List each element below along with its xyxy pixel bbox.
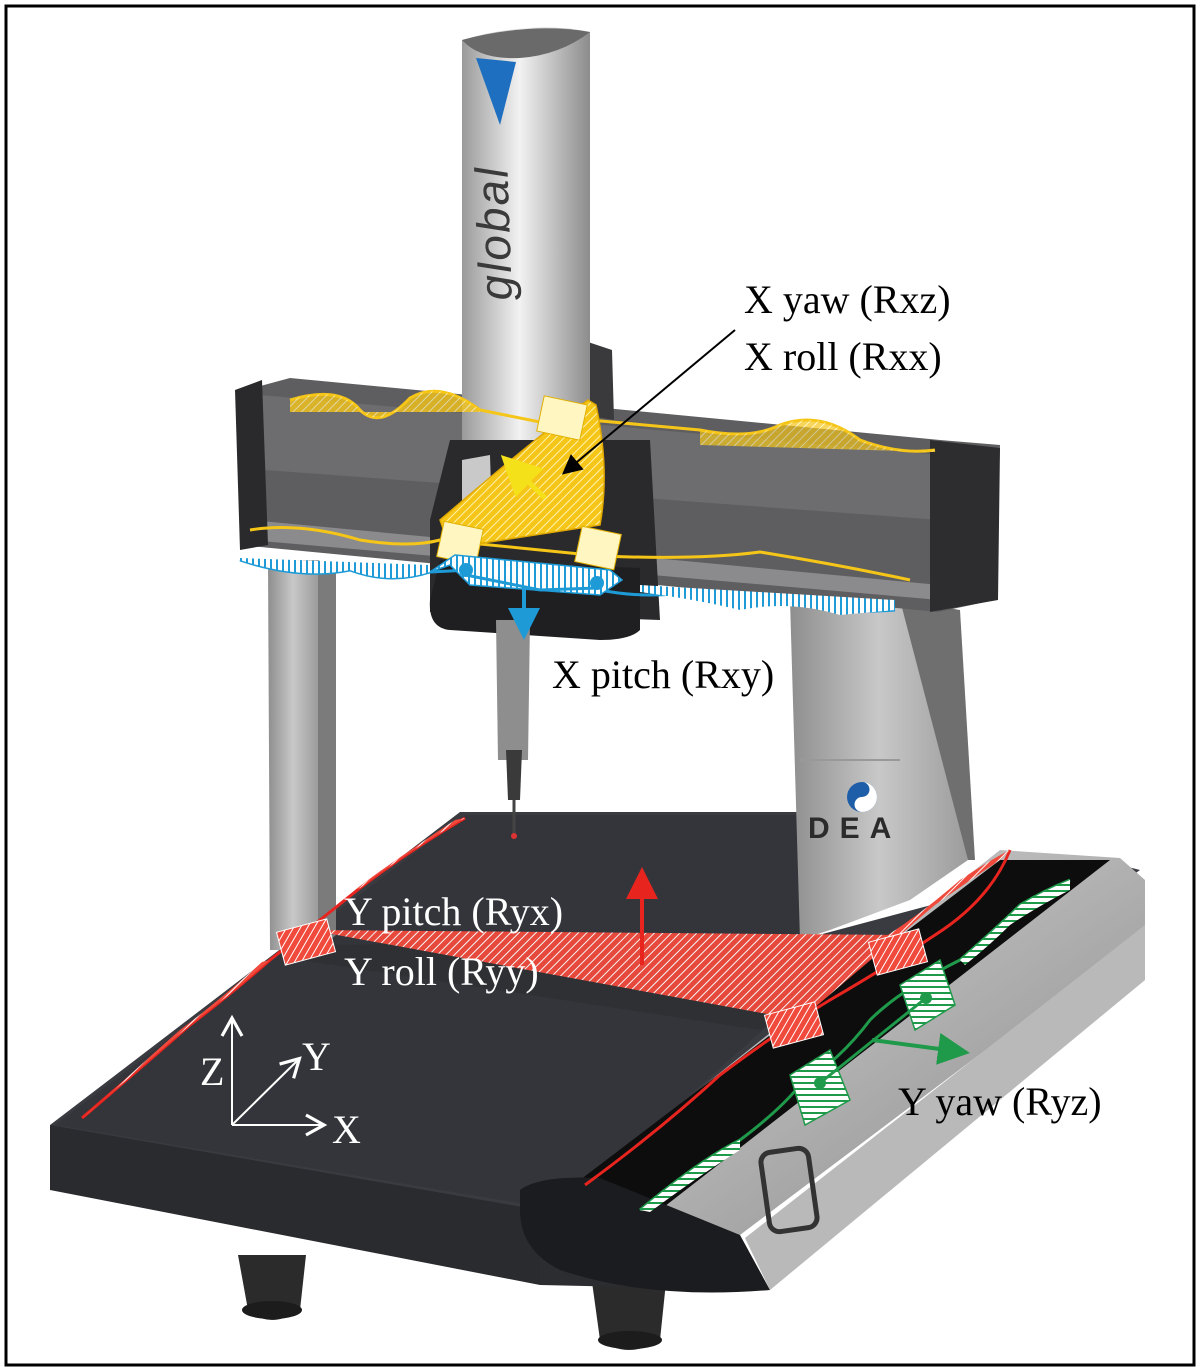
y-axis-arrow	[231, 1056, 302, 1126]
x-yaw-roll-leader-arrow	[561, 329, 736, 475]
axis-label-y: Y	[302, 1034, 331, 1079]
label-y-pitch: Y pitch (Ryx)	[344, 889, 563, 934]
bridge-legs	[268, 560, 975, 950]
probe	[496, 620, 530, 839]
machine-feet	[238, 1255, 666, 1350]
dea-logo-text: DEA	[808, 812, 901, 845]
label-x-pitch: X pitch (Rxy)	[552, 652, 774, 697]
y-pitch-roll-error-marks	[81, 816, 1012, 1187]
z-column: global	[462, 27, 590, 500]
axis-label-x: X	[332, 1107, 361, 1152]
label-y-roll: Y roll (Ryy)	[344, 949, 539, 994]
label-x-roll: X roll (Rxx)	[744, 334, 942, 379]
x-yaw-roll-error-marks	[249, 389, 936, 582]
brand-global-text: global	[465, 165, 522, 302]
dea-logo: DEA	[808, 782, 901, 845]
label-x-yaw: X yaw (Rxz)	[744, 277, 951, 322]
axis-label-z: Z	[200, 1049, 224, 1094]
y-yaw-error-marks	[639, 878, 1071, 1212]
x-pitch-error-marks	[239, 554, 896, 640]
coordinate-axes: Z Y X	[200, 1014, 361, 1152]
label-y-yaw: Y yaw (Ryz)	[898, 1079, 1102, 1124]
